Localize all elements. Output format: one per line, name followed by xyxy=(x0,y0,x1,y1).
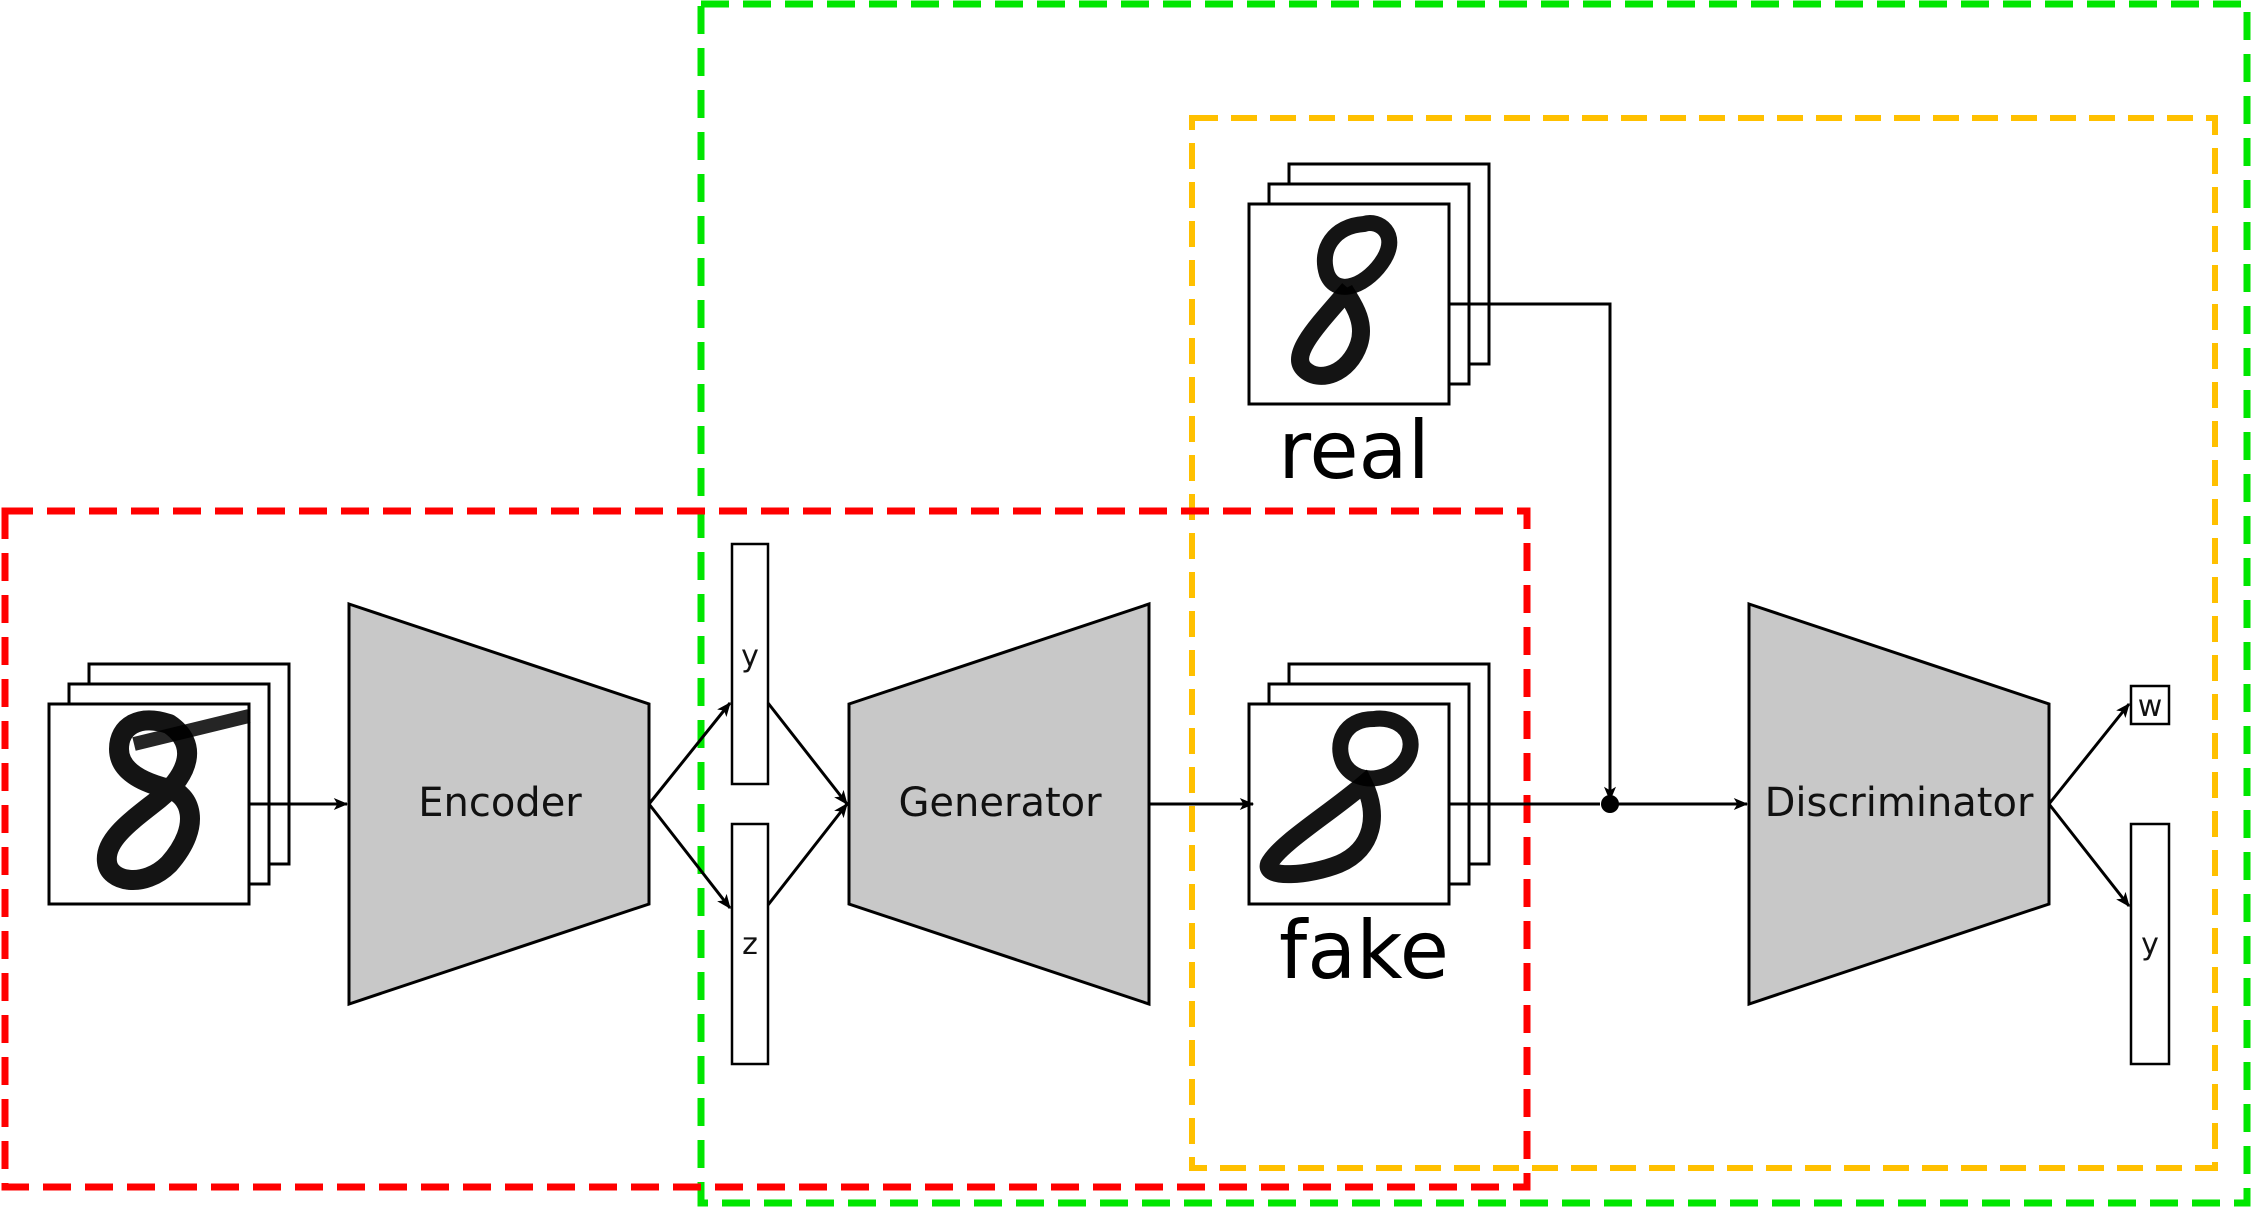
connectors xyxy=(249,302,2131,909)
fake-caption: fake xyxy=(1279,904,1449,997)
real-caption: real xyxy=(1278,404,1430,497)
generator-block: Generator xyxy=(847,601,1151,1007)
digit-8-icon xyxy=(96,709,251,890)
digit-8-icon xyxy=(1291,215,1398,385)
output-w-box: w xyxy=(2129,684,2171,726)
discriminator-label: Discriminator xyxy=(1765,780,2034,826)
discriminator-block: Discriminator xyxy=(1747,601,2051,1007)
arrow-encoder-to-z xyxy=(647,803,732,909)
red-group-box xyxy=(1,507,1531,1191)
input-image-stack xyxy=(47,662,291,906)
latent-z-label: z xyxy=(742,927,758,962)
generator-label: Generator xyxy=(898,780,1102,826)
arrow-encoder-to-y xyxy=(647,702,732,805)
latent-y-vector: y xyxy=(730,542,770,786)
green-group-box xyxy=(697,0,2251,1207)
arrow-z-to-generator xyxy=(766,803,849,906)
arrow-discriminator-to-w xyxy=(2047,703,2131,805)
junction-dot xyxy=(1601,795,1619,813)
orange-group-box xyxy=(1189,115,2218,1171)
latent-y-label: y xyxy=(741,639,759,674)
arrow-real-to-junction xyxy=(1449,302,1616,802)
arrow-discriminator-to-y xyxy=(2047,803,2131,907)
latent-z-vector: z xyxy=(730,822,770,1066)
output-y-vector: y xyxy=(2129,822,2171,1066)
output-y-label: y xyxy=(2141,927,2159,962)
encoder-block: Encoder xyxy=(347,601,651,1007)
digit-8-icon xyxy=(1259,710,1419,884)
output-w-label: w xyxy=(2138,689,2163,724)
arrow-y-to-generator xyxy=(766,702,849,805)
fake-image-stack xyxy=(1247,662,1491,906)
encoder-label: Encoder xyxy=(418,780,582,826)
real-image-stack xyxy=(1247,162,1491,406)
